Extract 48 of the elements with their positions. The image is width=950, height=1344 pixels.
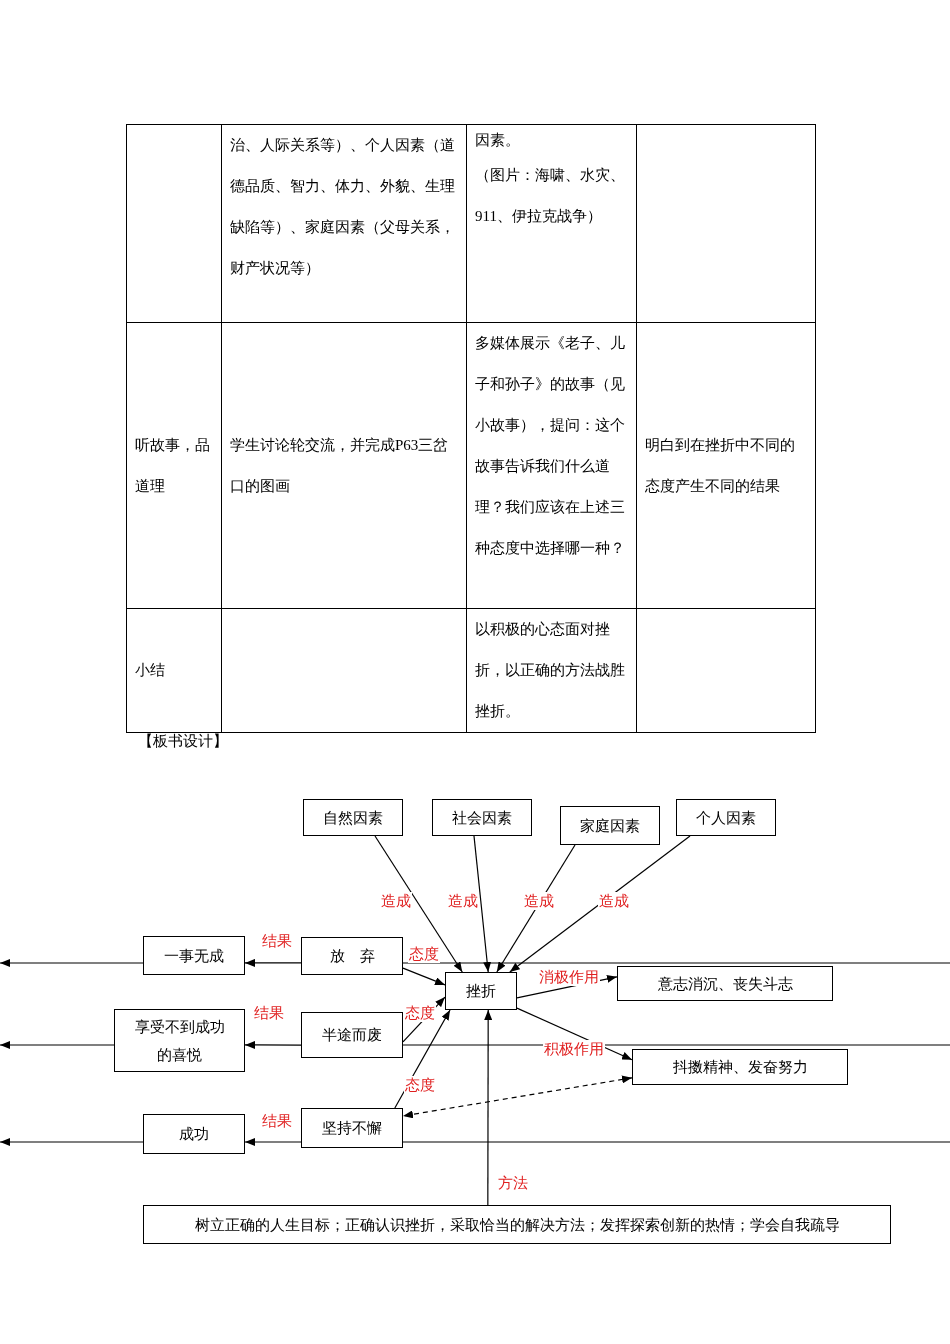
edge-label: 结果 — [261, 1112, 293, 1130]
attitude-box: 放 弃 — [301, 937, 403, 975]
arrow — [484, 1009, 493, 1206]
arrow — [394, 1009, 451, 1109]
arrow — [402, 967, 446, 986]
cell-text: （图片：海啸、水灾、911、伊拉克战争） — [475, 166, 626, 226]
attitude-box: 半途而废 — [301, 1012, 403, 1058]
arrow — [473, 835, 492, 973]
cell-text: 明白到在挫折中不同的态度产生不同的结果 — [645, 435, 796, 496]
edge-label: 积极作用 — [543, 1040, 605, 1058]
arrow — [509, 835, 691, 973]
edge-label: 结果 — [253, 1004, 285, 1022]
cell-text: 以积极的心态面对挫折，以正确的方法战胜挫折。 — [475, 620, 626, 721]
method-box: 树立正确的人生目标；正确认识挫折，采取恰当的解决方法；发挥探索创新的热情；学会自我疏导 — [143, 1205, 891, 1244]
edge-label: 态度 — [404, 1004, 436, 1022]
cell-text: 治、人际关系等）、个人因素（道德品质、智力、体力、外貌、生理缺陷等）、家庭因素（父母关系，财产状况等） — [230, 136, 456, 278]
result-box: 一事无成 — [143, 936, 245, 975]
factor-box: 个人因素 — [676, 799, 776, 836]
attitude-box: 坚持不懈 — [301, 1108, 403, 1148]
edge-label: 消极作用 — [538, 968, 600, 986]
result-box: 享受不到成功的喜悦 — [114, 1009, 245, 1072]
arrow — [244, 1040, 302, 1049]
effect-box: 意志消沉、丧失斗志 — [617, 966, 833, 1001]
cell-text: 多媒体展示《老子、儿子和孙子》的故事（见小故事），提问：这个故事告诉我们什么道理？我们应该在上述三种态度中选择哪一种？ — [475, 334, 626, 558]
edge-label: 造成 — [380, 892, 412, 910]
edge-label: 态度 — [408, 945, 440, 963]
cell-text: 学生讨论轮交流，并完成P63三岔口的图画 — [230, 435, 450, 496]
edge-label: 方法 — [497, 1174, 529, 1192]
factor-box: 家庭因素 — [560, 806, 660, 845]
effect-box: 抖擞精神、发奋努力 — [632, 1049, 848, 1085]
edge-label: 造成 — [598, 892, 630, 910]
edge-label: 造成 — [523, 892, 555, 910]
arrow — [374, 835, 463, 973]
factor-box: 自然因素 — [303, 799, 403, 836]
cell-text: 听故事，品道理 — [135, 435, 211, 496]
cell-text: 因素。 — [475, 131, 521, 150]
result-box: 成功 — [143, 1114, 245, 1154]
section-heading: 【板书设计】 — [138, 732, 228, 751]
edge-label: 结果 — [261, 932, 293, 950]
edge-label: 态度 — [404, 1076, 436, 1094]
edge-label: 造成 — [447, 892, 479, 910]
dashed-arrow — [402, 1075, 633, 1119]
arrow — [244, 958, 302, 967]
factor-box: 社会因素 — [432, 799, 532, 836]
concept-box: 挫折 — [445, 972, 517, 1010]
arrow — [496, 844, 576, 973]
arrow — [244, 1138, 302, 1146]
cell-text: 小结 — [135, 661, 166, 680]
